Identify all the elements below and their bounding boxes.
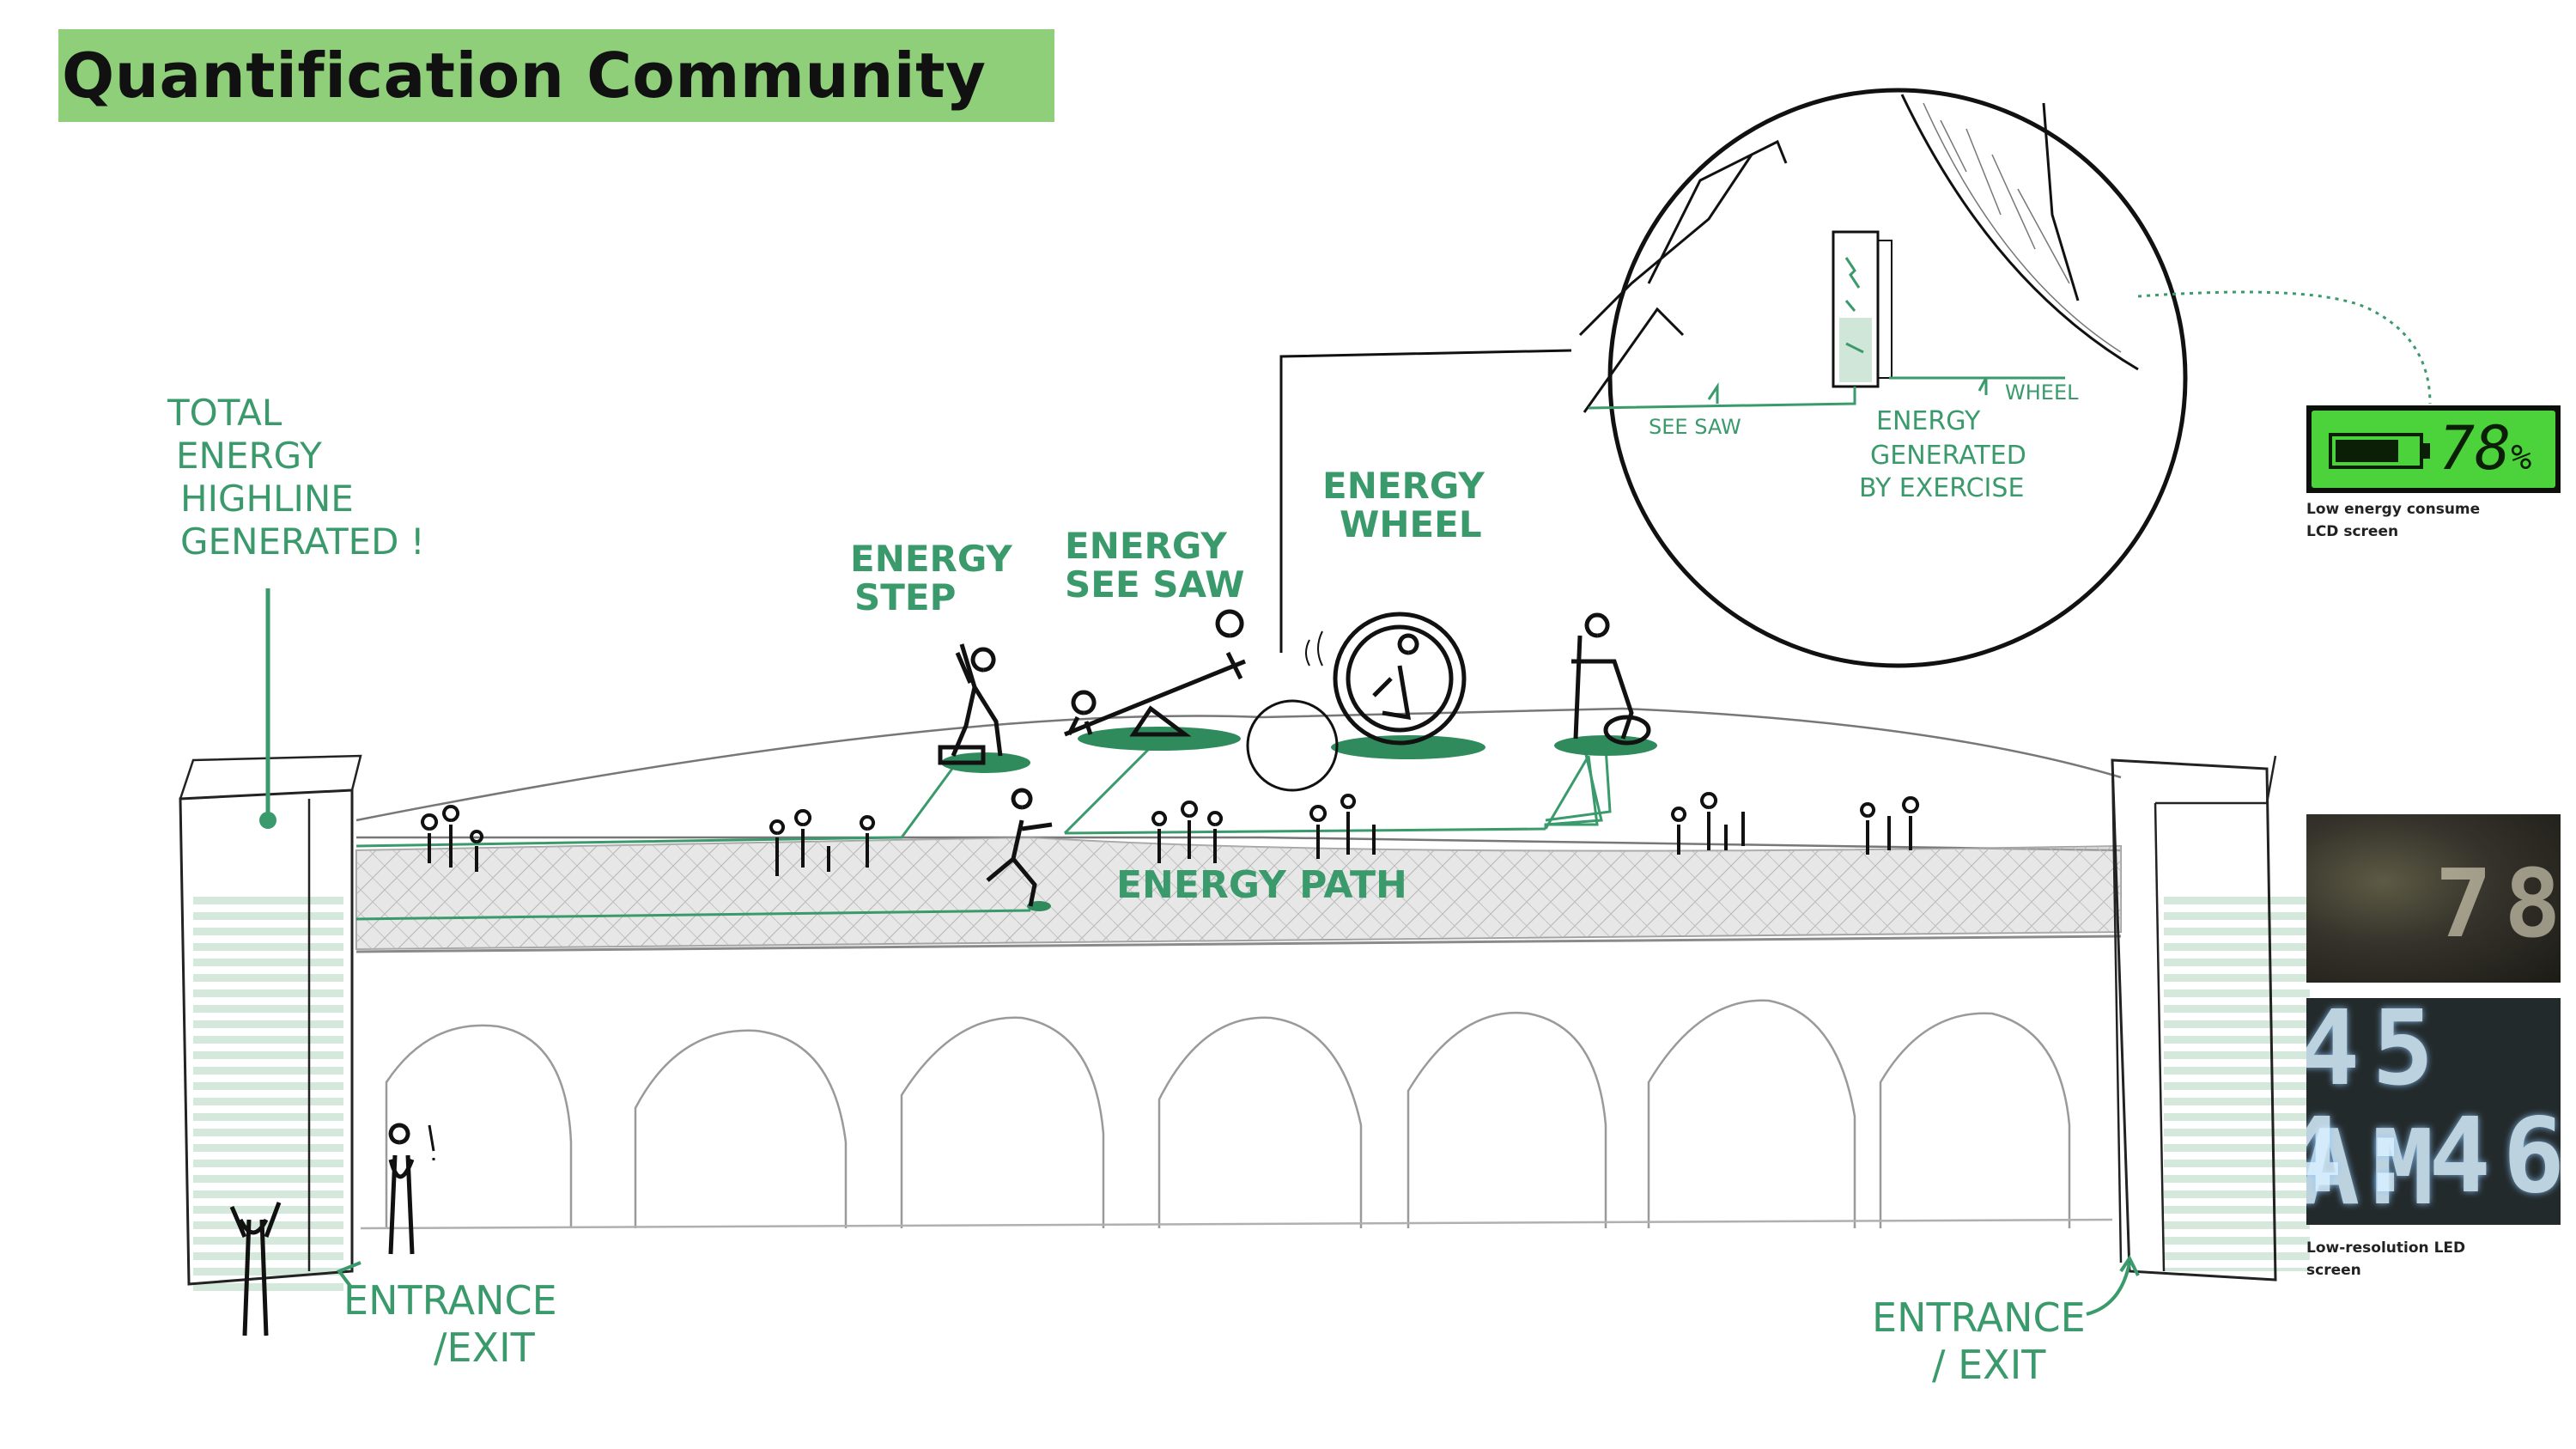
svg-text:BY EXERCISE: BY EXERCISE [1859, 473, 2024, 503]
entrance-figures [229, 1123, 435, 1336]
svg-text:ENERGY: ENERGY [1322, 465, 1485, 507]
led-text-time-2: 4:46 PM [2306, 1097, 2561, 1225]
lamp-posts [421, 792, 1919, 876]
svg-text:/EXIT: /EXIT [434, 1324, 536, 1371]
lcd-display: 78% [2312, 411, 2555, 488]
zoom-see-saw-label: SEE SAW [1649, 415, 1741, 439]
led-caption-line-1: Low-resolution LED [2306, 1239, 2466, 1257]
highline-deck [355, 707, 2122, 852]
lcd-caption-line-2: LCD screen [2306, 523, 2399, 540]
energy-bike-figure [1571, 612, 1651, 746]
lcd-caption: Low energy consume LCD screen [2306, 498, 2480, 543]
activity-pads [941, 727, 1657, 911]
zoom-detail-circle [1578, 88, 2188, 668]
lcd-leader [2137, 290, 2432, 405]
energy-seesaw [1064, 609, 1246, 737]
led-screen-photo-2: 45 AM 4:46 PM [2306, 998, 2561, 1225]
svg-text:WHEEL: WHEEL [1340, 503, 1482, 545]
svg-text:GENERATED: GENERATED [1870, 441, 2026, 471]
battery-level [2336, 440, 2398, 462]
viaduct-arches [360, 999, 2113, 1230]
svg-text:ENERGY: ENERGY [1876, 406, 1981, 436]
energy-wheel-ball [1246, 699, 1339, 792]
svg-text:ENERGY: ENERGY [176, 435, 322, 477]
led-screen-photo-1: 78 [2306, 814, 2561, 983]
total-energy-label: TOTAL ENERGY HIGHLINE GENERATED ! [167, 392, 425, 563]
svg-text:GENERATED !: GENERATED ! [180, 521, 425, 563]
entrance-right-label: ENTRANCE / EXIT [1872, 1294, 2086, 1388]
zoom-energy-lines [1588, 376, 2065, 410]
left-energy-tower [179, 754, 362, 1297]
led-caption: Low-resolution LED screen [2306, 1237, 2465, 1282]
svg-text:STEP: STEP [854, 576, 956, 618]
svg-text:ENTRANCE: ENTRANCE [1872, 1294, 2086, 1341]
battery-cap [2423, 443, 2430, 459]
svg-text:SEE SAW: SEE SAW [1065, 563, 1244, 606]
svg-text:HIGHLINE: HIGHLINE [180, 478, 354, 520]
energy-path-label: ENERGY PATH [1116, 863, 1407, 907]
entrance-left-label: ENTRANCE /EXIT [343, 1277, 557, 1371]
lcd-caption-line-1: Low energy consume [2306, 501, 2481, 518]
svg-text:/ EXIT: / EXIT [1932, 1342, 2046, 1388]
lcd-screen-photo: 78% [2306, 405, 2561, 493]
page-title: Quantification Community [58, 29, 1054, 122]
svg-text:TOTAL: TOTAL [167, 392, 283, 434]
svg-text:ENERGY: ENERGY [1065, 525, 1227, 567]
zoom-connector [1279, 349, 1572, 653]
right-energy-tower [2111, 755, 2310, 1282]
energy-wheel-label: ENERGY WHEEL [1322, 465, 1485, 545]
entrance-left-arrow [336, 1261, 361, 1290]
led-text-time-1: 45 AM [2306, 998, 2446, 1225]
svg-text:ENTRANCE: ENTRANCE [343, 1277, 557, 1324]
energy-see-saw-label: ENERGY SEE SAW [1065, 525, 1244, 606]
zoom-energy-exercise-label: ENERGY GENERATED BY EXERCISE [1859, 406, 2026, 503]
energy-step-label: ENERGY STEP [850, 538, 1012, 618]
led-caption-line-2: screen [2306, 1262, 2361, 1279]
zoom-wheel-label: WHEEL [2005, 381, 2079, 405]
energy-step-figure [938, 643, 1003, 765]
battery-icon [2329, 433, 2423, 469]
lcd-percentage: 78% [2439, 413, 2532, 484]
energy-path-runner [986, 788, 1053, 907]
svg-text:ENERGY: ENERGY [850, 538, 1012, 580]
entrance-right-arrow [2086, 1255, 2140, 1316]
energy-wheel-sketch [1305, 612, 1467, 746]
energy-connection-lines [355, 746, 1612, 921]
